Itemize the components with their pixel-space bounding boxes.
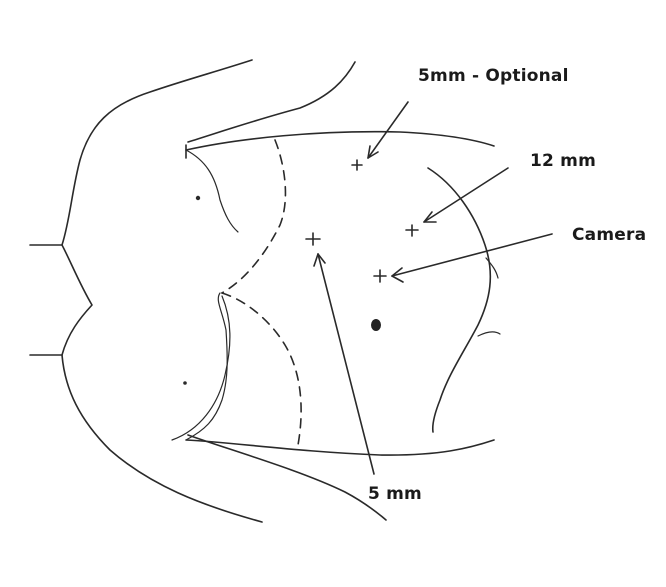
dashed-upper-line [221,139,287,294]
label-camera: Camera [572,225,647,245]
arrow-optional [367,101,409,159]
chest-left-contour [29,244,93,356]
navel-dot-upper [195,195,201,201]
lower-hip-outline [61,354,263,523]
label-12mm: 12 mm [530,151,597,171]
port-mark-optional [351,159,363,171]
dashed-lower-line [221,292,302,446]
right-flank-curve [427,167,492,433]
upper-shoulder-outline [29,59,253,246]
torso-top-edge [185,130,495,151]
right-flank-shade-1 [485,257,499,279]
lower-leg-inner-outline [187,434,387,521]
navel-dot-lower [183,381,187,385]
port-mark-5mm [305,232,321,246]
left-upper-curve [171,295,231,441]
torso-bottom-edge [185,439,495,456]
umbilicus-mark [371,319,381,331]
label-5mm-optional: 5mm - Optional [418,66,569,86]
label-5mm: 5 mm [368,484,422,504]
upper-arm-inner-outline [187,61,356,143]
port-mark-12mm [405,224,419,237]
torso-lower-inner [185,292,228,441]
right-flank-shade-2 [477,331,501,337]
arrow-12mm [423,167,509,223]
arrow-5mm [313,253,375,475]
torso-top-edge-inner [185,149,239,233]
arrow-camera [391,233,553,283]
port-mark-camera [373,269,387,283]
